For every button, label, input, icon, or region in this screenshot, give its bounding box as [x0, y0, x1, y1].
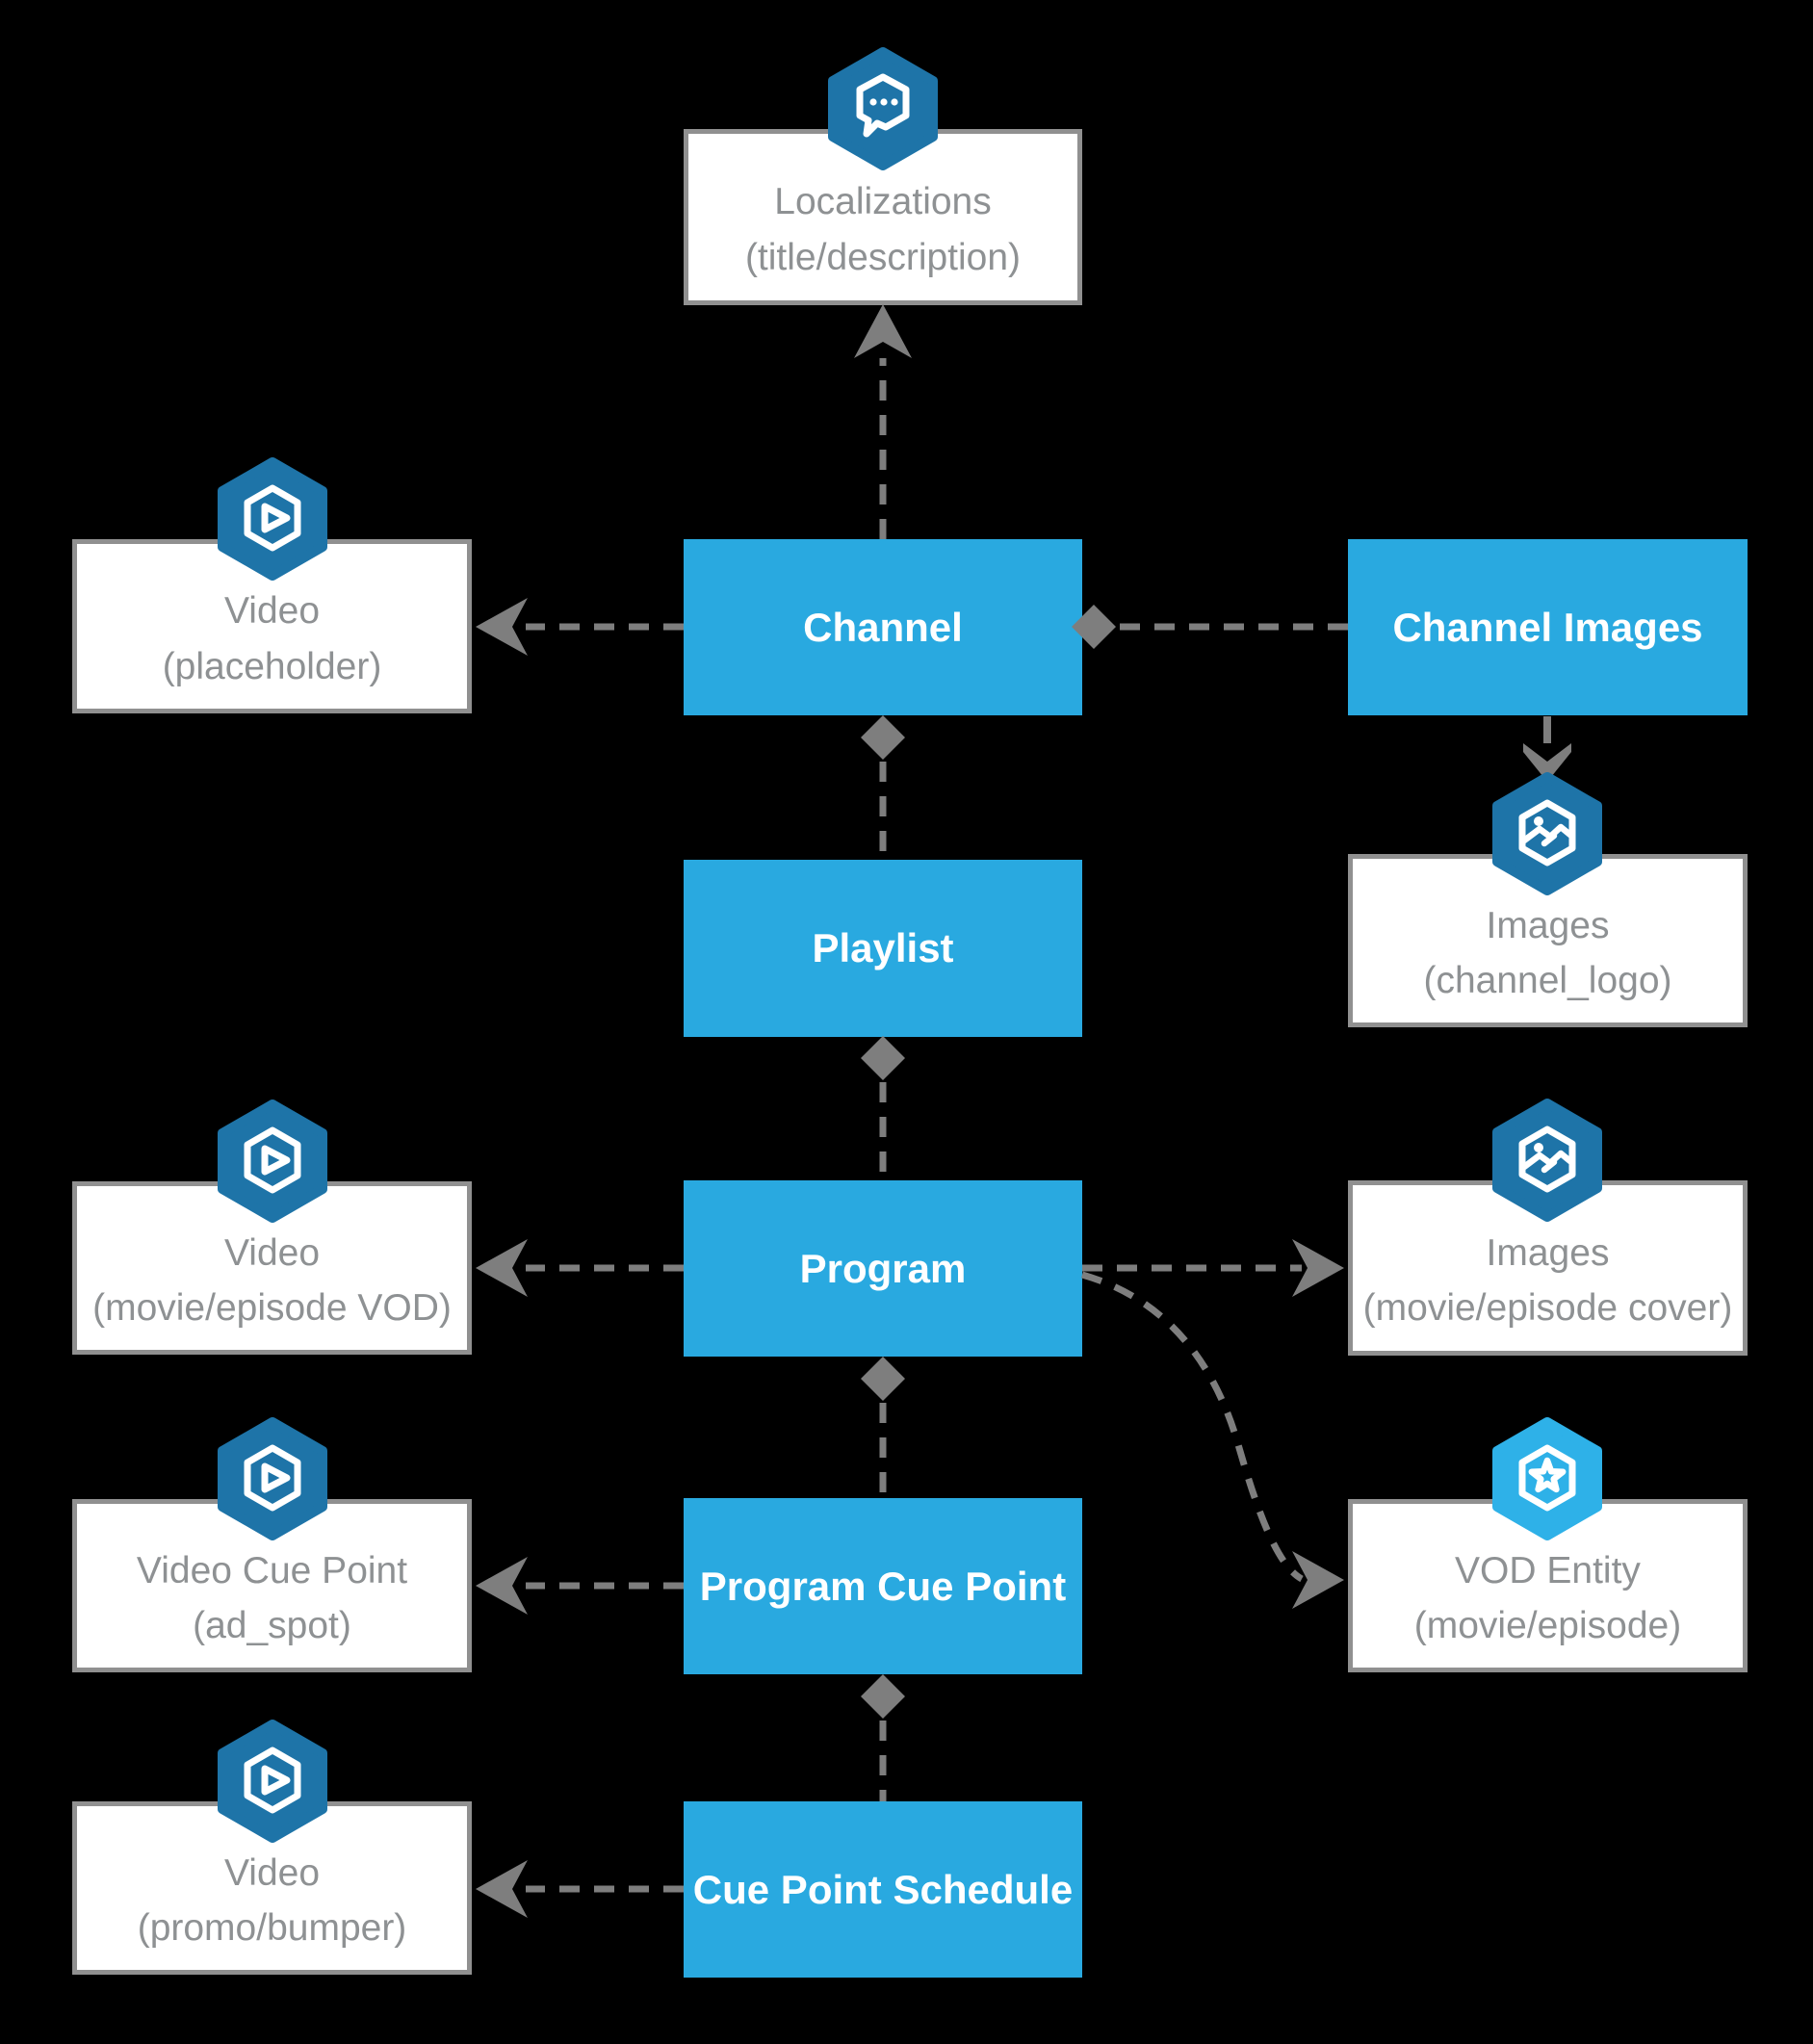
diamond-program-bottom: [861, 1357, 905, 1401]
node-program-cue-point: Program Cue Point: [684, 1498, 1082, 1674]
node-program-cue-point-label: Program Cue Point: [699, 1563, 1067, 1609]
node-images-cover-line2: (movie/episode cover): [1362, 1287, 1733, 1329]
arrowhead-right-images-cover: [1292, 1239, 1344, 1297]
node-program-label: Program: [799, 1245, 967, 1291]
node-video-placeholder-line1: Video: [223, 590, 321, 633]
image-icon: [1492, 772, 1602, 895]
node-video-cue-point-line2: (ad_spot): [193, 1605, 351, 1646]
arrowhead-left-video-promo: [476, 1860, 528, 1918]
node-video-vod-line2: (movie/episode VOD): [92, 1287, 452, 1329]
node-localizations-line2: (title/description): [744, 236, 1022, 278]
chat-bubble-icon: [828, 47, 938, 170]
arrowhead-left-video-cue-point: [476, 1557, 528, 1615]
video-play-icon: [218, 1720, 327, 1843]
node-images-channel-logo-line1: Images: [1486, 904, 1610, 946]
arrowhead-left-video-vod: [476, 1239, 528, 1297]
node-video-promo-line1: Video: [223, 1851, 321, 1894]
node-program: Program: [684, 1180, 1082, 1357]
diamond-channel-bottom: [861, 715, 905, 760]
video-play-icon: [218, 1100, 327, 1223]
node-video-promo-line2: (promo/bumper): [137, 1907, 407, 1949]
node-vod-entity-line1: VOD Entity: [1455, 1549, 1641, 1591]
node-cue-point-schedule: Cue Point Schedule: [684, 1801, 1082, 1978]
node-channel-images-label: Channel Images: [1392, 604, 1703, 650]
node-localizations-line1: Localizations: [774, 181, 992, 223]
arrowhead-up-localizations: [854, 304, 912, 358]
arrowhead-left-video-placeholder: [476, 598, 528, 656]
node-video-cue-point-line1: Video Cue Point: [136, 1549, 408, 1591]
node-channel-images: Channel Images: [1348, 539, 1748, 715]
node-playlist-label: Playlist: [812, 925, 954, 970]
node-video-vod: Video (movie/episode VOD): [72, 1181, 472, 1355]
diamond-pcp-bottom: [861, 1674, 905, 1719]
image-icon: [1492, 1099, 1602, 1222]
node-video-placeholder-line2: (placeholder): [162, 645, 382, 687]
video-play-icon: [218, 457, 327, 581]
video-play-icon: [218, 1417, 327, 1540]
node-images-cover-line1: Images: [1486, 1231, 1610, 1274]
arrowhead-right-vod-entity: [1292, 1551, 1344, 1609]
node-vod-entity-line2: (movie/episode): [1413, 1605, 1682, 1646]
connector-program-vod-entity: [1081, 1271, 1304, 1583]
node-channel: Channel: [684, 539, 1082, 715]
node-playlist: Playlist: [684, 860, 1082, 1037]
node-channel-label: Channel: [803, 604, 963, 650]
node-video-vod-line1: Video: [223, 1231, 321, 1274]
node-images-channel-logo-line2: (channel_logo): [1423, 960, 1672, 1001]
node-cue-point-schedule-label: Cue Point Schedule: [692, 1866, 1074, 1912]
star-badge-icon: [1492, 1417, 1602, 1540]
diamond-playlist-bottom: [861, 1036, 905, 1080]
